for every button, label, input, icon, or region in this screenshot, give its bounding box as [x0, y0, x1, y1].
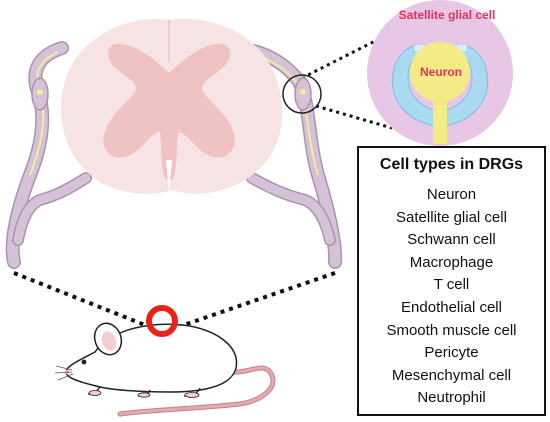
neuron-axon — [433, 96, 447, 144]
cell-types-list: Neuron Satellite glial cell Schwann cell… — [359, 184, 544, 410]
cell-types-title: Cell types in DRGs — [379, 156, 524, 173]
cell-type-item: Neuron — [426, 186, 477, 203]
neuron-soma — [410, 42, 470, 102]
spinal-cord-cross-section — [60, 18, 283, 195]
dotted-connector-right — [177, 271, 336, 329]
cell-type-item: Pericyte — [424, 344, 479, 362]
cell-type-item: Mesenchymal cell — [391, 366, 512, 384]
drg-zoom-marker — [282, 74, 322, 114]
cell-type-item: Neutrophil — [417, 389, 486, 407]
drg-location-marker — [146, 305, 178, 337]
cell-type-item: Schwann cell — [407, 231, 496, 249]
neuron-label: Neuron — [420, 65, 462, 79]
dotted-connector-left — [13, 271, 151, 329]
mouse-illustration — [54, 322, 276, 417]
cell-type-item: Macrophage — [409, 253, 494, 271]
zoom-inset — [367, 0, 513, 146]
cell-type-item: Satellite glial cell — [396, 208, 507, 226]
drg-right-neuron — [300, 89, 306, 95]
dotted-connector-zoom-top — [301, 34, 386, 80]
cell-type-item: Smooth muscle cell — [386, 321, 517, 339]
satellite-glial-cell-label: Satellite glial cell — [399, 8, 496, 22]
cell-types-box: Cell types in DRGs Neuron Satellite glia… — [357, 146, 546, 416]
dotted-connector-zoom-bottom — [315, 104, 393, 130]
drg-left-neuron — [37, 89, 43, 95]
cell-type-item: T cell — [433, 276, 470, 294]
nerve-roots — [5, 41, 343, 269]
cell-type-item: Endothelial cell — [401, 298, 502, 316]
